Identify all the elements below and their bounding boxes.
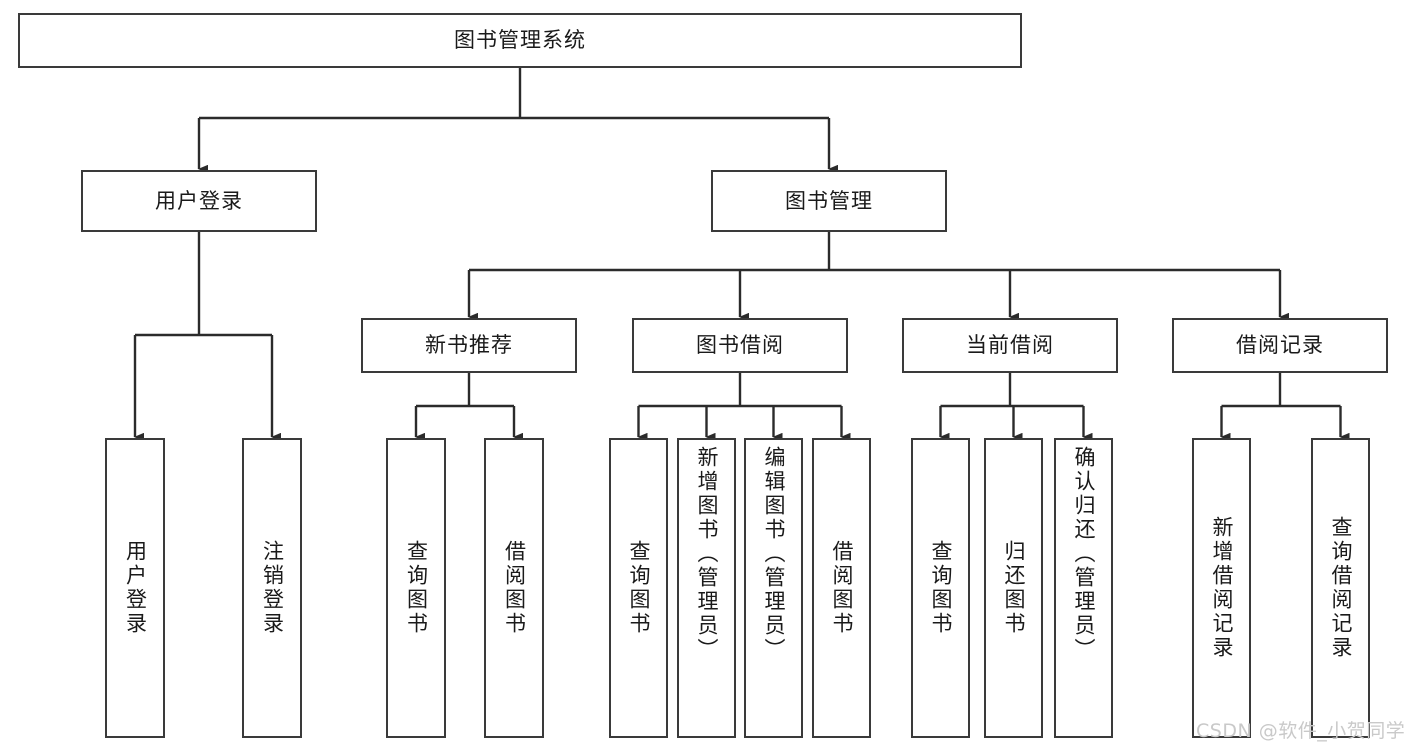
node-l3-borrow-record[interactable]: 借阅记录 [1172, 318, 1388, 373]
node-label: 图书管理 [785, 188, 873, 213]
node-leaf-rec-query-book[interactable]: 查询图书 [386, 438, 446, 738]
node-label: 查询图书 [404, 540, 429, 636]
node-label: 借阅图书 [830, 540, 854, 636]
node-leaf-rec-query-record[interactable]: 查询借阅记录 [1311, 438, 1370, 738]
node-label: 新书推荐 [425, 333, 513, 357]
node-label: 借阅记录 [1236, 333, 1324, 357]
node-label: 查询图书 [627, 540, 651, 636]
node-l3-current-borrow[interactable]: 当前借阅 [902, 318, 1118, 373]
node-leaf-cur-query-book[interactable]: 查询图书 [911, 438, 970, 738]
node-leaf-borrow-add-book[interactable]: 新增图书（管理员） [677, 438, 736, 738]
node-leaf-rec-add-record[interactable]: 新增借阅记录 [1192, 438, 1251, 738]
node-leaf-cur-return-book[interactable]: 归还图书 [984, 438, 1043, 738]
node-label: 新增图书（管理员） [695, 446, 719, 662]
node-label: 借阅图书 [502, 540, 527, 636]
node-label: 归还图书 [1002, 540, 1026, 636]
node-leaf-borrow-edit-book[interactable]: 编辑图书（管理员） [744, 438, 803, 738]
node-label: 查询图书 [929, 540, 953, 636]
node-label: 确认归还（管理员） [1072, 446, 1096, 662]
connector-group [133, 68, 1350, 442]
node-label: 用户登录 [123, 540, 148, 636]
node-l2-book-mgmt[interactable]: 图书管理 [711, 170, 947, 232]
node-label: 图书管理系统 [454, 28, 586, 52]
node-label: 注销登录 [260, 540, 285, 636]
node-leaf-user-login[interactable]: 用户登录 [105, 438, 165, 738]
node-label: 查询借阅记录 [1329, 516, 1353, 660]
node-root[interactable]: 图书管理系统 [18, 13, 1022, 68]
node-l3-book-borrow[interactable]: 图书借阅 [632, 318, 848, 373]
node-l3-new-book-rec[interactable]: 新书推荐 [361, 318, 577, 373]
node-leaf-user-logout[interactable]: 注销登录 [242, 438, 302, 738]
node-label: 用户登录 [155, 188, 243, 213]
node-leaf-borrow-query-book[interactable]: 查询图书 [609, 438, 668, 738]
node-leaf-cur-confirm-return[interactable]: 确认归还（管理员） [1054, 438, 1113, 738]
node-label: 编辑图书（管理员） [762, 446, 786, 662]
node-l2-user-login[interactable]: 用户登录 [81, 170, 317, 232]
node-leaf-borrow-borrow-book[interactable]: 借阅图书 [812, 438, 871, 738]
node-label: 当前借阅 [966, 333, 1054, 357]
node-label: 新增借阅记录 [1210, 516, 1234, 660]
node-leaf-rec-borrow-book[interactable]: 借阅图书 [484, 438, 544, 738]
node-label: 图书借阅 [696, 333, 784, 357]
